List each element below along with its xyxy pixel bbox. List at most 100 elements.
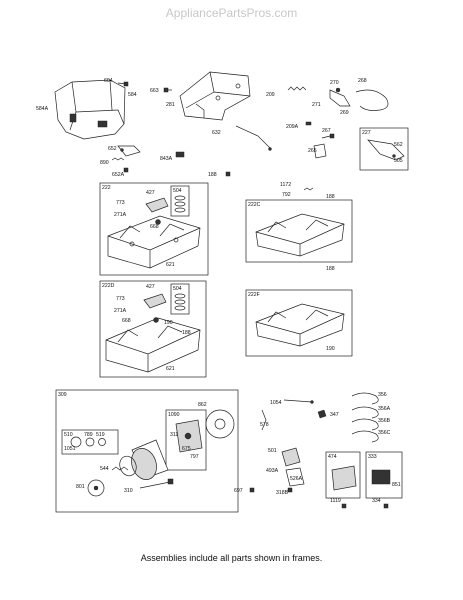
frame-label-309: 309 bbox=[58, 392, 67, 398]
part-label: 269 bbox=[340, 110, 349, 116]
frame-510 bbox=[61, 429, 119, 455]
frame-222c bbox=[245, 199, 353, 263]
part-base-plate-222c bbox=[255, 213, 345, 257]
part-label: 356C bbox=[378, 430, 391, 436]
part-label: 797 bbox=[190, 454, 199, 460]
part-switch-474 bbox=[331, 465, 357, 491]
part-label: 1172 bbox=[280, 182, 291, 188]
frame-label-222f: 222F bbox=[248, 292, 260, 298]
part-label: 311 bbox=[170, 432, 178, 438]
part-label: 526A bbox=[290, 476, 303, 482]
part-label: 190 bbox=[164, 320, 173, 326]
part-label: 621 bbox=[166, 366, 175, 372]
part-label: 519 bbox=[96, 432, 105, 438]
part-label: 668 bbox=[122, 318, 131, 324]
part-solenoid-501 bbox=[281, 447, 301, 467]
part-label: 271 bbox=[312, 102, 321, 108]
part-bracket-493A bbox=[285, 467, 305, 487]
part-label: 427 bbox=[146, 190, 155, 196]
frame-label-504-a: 504 bbox=[173, 188, 182, 194]
frame-504-a bbox=[170, 185, 190, 217]
part-screw-652A bbox=[123, 167, 129, 173]
part-wire-578 bbox=[261, 409, 267, 431]
part-label: 267 bbox=[322, 128, 331, 134]
part-label: 789 bbox=[84, 432, 93, 438]
part-lever-652 bbox=[117, 145, 141, 157]
part-rectifier-333 bbox=[371, 469, 391, 485]
part-governor-773 bbox=[145, 197, 169, 225]
watermark-text: AppliancePartsPros.com bbox=[165, 6, 298, 20]
part-label: 190 bbox=[326, 346, 335, 352]
part-base-plate-222f bbox=[255, 303, 345, 347]
part-label: 268 bbox=[358, 78, 367, 84]
frame-333 bbox=[365, 451, 403, 499]
frame-label-227: 227 bbox=[362, 130, 371, 136]
part-label: 632 bbox=[212, 130, 221, 136]
part-label: 271A bbox=[114, 212, 127, 218]
part-label: 281 bbox=[166, 102, 175, 108]
part-label: 675 bbox=[182, 446, 191, 452]
part-label: 621 bbox=[166, 262, 175, 268]
part-label: 209A bbox=[286, 124, 299, 130]
frame-label-1090: 1090 bbox=[168, 412, 180, 418]
frame-222d bbox=[99, 280, 207, 378]
part-screw-318B bbox=[287, 487, 293, 493]
part-label-843A bbox=[175, 151, 185, 158]
part-label: 310 bbox=[124, 488, 133, 494]
frame-label-333: 333 bbox=[368, 454, 377, 460]
part-bolt-310 bbox=[139, 478, 174, 489]
part-bracket-562 bbox=[367, 139, 405, 161]
part-washer-stack-504-b bbox=[174, 293, 186, 311]
part-label: 697 bbox=[234, 488, 243, 494]
part-label: 584A bbox=[36, 106, 49, 112]
part-label: 773 bbox=[116, 200, 125, 206]
part-link-632 bbox=[235, 125, 272, 151]
part-label: 188 bbox=[326, 194, 335, 200]
part-label: 862 bbox=[198, 402, 207, 408]
part-label: 1054 bbox=[270, 400, 282, 406]
part-label: 271A bbox=[114, 308, 127, 314]
part-bolt-584 bbox=[117, 81, 129, 87]
part-screw-1119 bbox=[341, 503, 347, 509]
part-label: 356A bbox=[378, 406, 391, 412]
part-screw-267 bbox=[321, 133, 335, 139]
part-label: 562 bbox=[394, 142, 403, 148]
part-label: 652 bbox=[108, 146, 117, 152]
part-wire-1054 bbox=[283, 399, 314, 404]
part-label: 356B bbox=[378, 418, 391, 424]
frame-label-222: 222 bbox=[102, 185, 111, 191]
part-label: 493A bbox=[266, 468, 279, 474]
part-label: 505 bbox=[394, 158, 403, 164]
part-label: 188 bbox=[182, 330, 191, 336]
frame-474 bbox=[325, 451, 361, 499]
frame-222f bbox=[245, 289, 353, 357]
part-label: 265 bbox=[308, 148, 317, 154]
part-label: 1051 bbox=[64, 446, 76, 452]
part-gear-510 bbox=[70, 436, 106, 448]
part-screw-697 bbox=[249, 487, 255, 493]
part-label: 604 bbox=[104, 78, 113, 84]
part-label: 427 bbox=[146, 284, 155, 290]
frame-309 bbox=[55, 389, 239, 513]
part-label: 652A bbox=[112, 172, 125, 178]
part-spring-890 bbox=[111, 157, 125, 161]
part-harness-356 bbox=[351, 392, 379, 443]
frame-label-474: 474 bbox=[328, 454, 337, 460]
part-base-plate-222d bbox=[105, 317, 201, 373]
part-bendix-801 bbox=[87, 479, 105, 497]
part-label: 188 bbox=[326, 266, 335, 272]
frame-label-222c: 222C bbox=[248, 202, 261, 208]
frame-label-504-b: 504 bbox=[173, 286, 182, 292]
part-label: 843A bbox=[160, 156, 173, 162]
part-cable-268 bbox=[355, 89, 389, 111]
part-end-cap-862 bbox=[205, 409, 235, 439]
part-label: 347 bbox=[330, 412, 339, 418]
frame-227 bbox=[359, 127, 409, 171]
part-lever-270 bbox=[329, 87, 351, 107]
frame-label-510: 510 bbox=[64, 432, 73, 438]
footer-note: Assemblies include all parts shown in fr… bbox=[140, 553, 323, 563]
part-label: 318B bbox=[276, 490, 289, 496]
part-label: 578 bbox=[260, 422, 269, 428]
part-spring-792 bbox=[303, 187, 314, 191]
